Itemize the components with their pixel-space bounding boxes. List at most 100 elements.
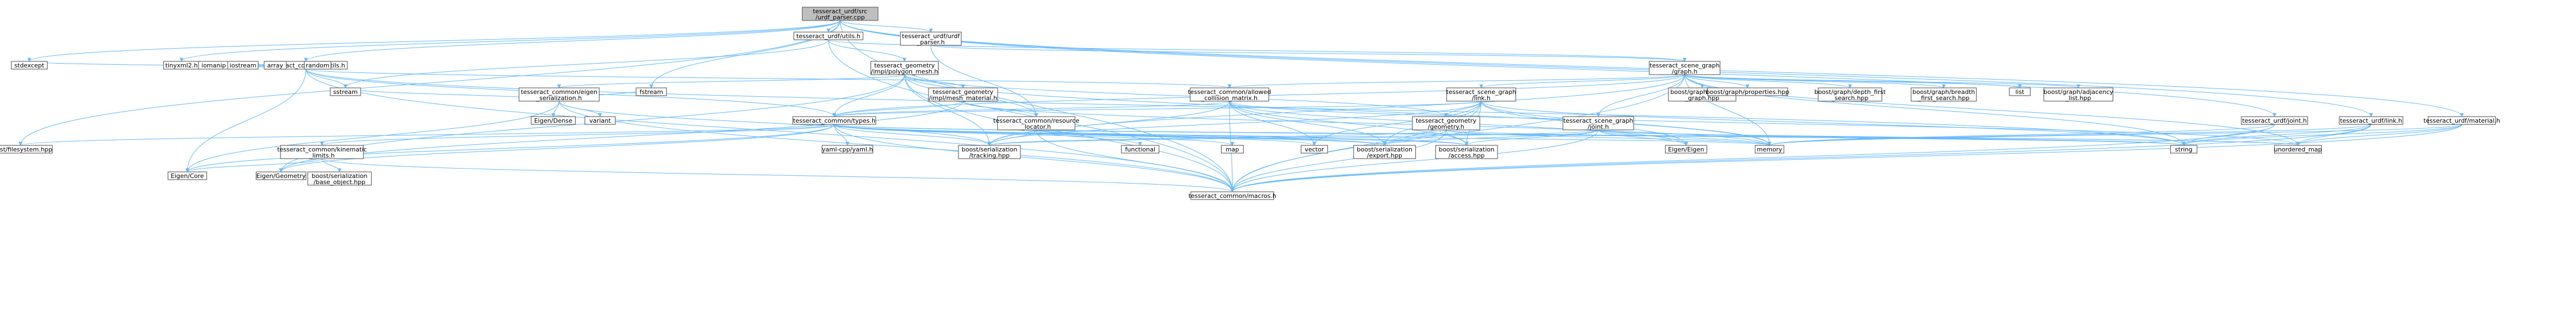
edge-geometry-to-bs_tracking bbox=[987, 129, 1447, 146]
node-label-root-0: tesseract_urdf/src bbox=[813, 8, 867, 15]
node-label-array-0: array bbox=[267, 62, 283, 69]
node-box-map bbox=[1221, 145, 1244, 154]
edge-utils-to-scene_graph bbox=[828, 39, 1687, 62]
node-sg_joint[interactable]: tesseract_scene_graph/joint.h bbox=[1562, 116, 1634, 130]
edge-geometry-to-memory bbox=[1446, 129, 1771, 146]
node-eigen_ser[interactable]: tesseract_common/eigen_serialization.h bbox=[518, 87, 600, 102]
node-label-common_types-0: tesseract_common/types.h bbox=[793, 117, 875, 124]
edge-allowed_collision-to-common_types bbox=[832, 101, 1230, 117]
edge-geometry-to-bs_export bbox=[1383, 129, 1447, 146]
node-urdf_link[interactable]: tesseract_urdf/link.h bbox=[2339, 116, 2403, 125]
node-eigen_core: Eigen/Core bbox=[168, 171, 207, 180]
node-label-unordered_map-0: unordered_map bbox=[2274, 146, 2322, 153]
node-label-yaml-0: yaml-cpp/yaml.h bbox=[822, 146, 873, 153]
node-sg_link[interactable]: tesseract_scene_graph/link.h bbox=[1446, 87, 1516, 102]
node-label-allowed_collision-0: tesseract_common/allowed bbox=[1188, 88, 1271, 96]
node-box-bs_base_object bbox=[307, 171, 372, 186]
node-label-eigen_dense-0: Eigen/Dense bbox=[534, 117, 572, 124]
node-resource_locator[interactable]: tesseract_common/resource_locator.h bbox=[993, 116, 1080, 130]
node-bg_properties: boost/graph/properties.hpp bbox=[1706, 87, 1790, 96]
node-label-sstream-0: sstream bbox=[333, 88, 357, 96]
node-label-polygon_mesh-0: tesseract_geometry bbox=[874, 62, 935, 69]
node-label-polygon_mesh-1: /impl/polygon_mesh.h bbox=[871, 68, 938, 75]
edge-common_utils-to-string bbox=[305, 69, 2186, 146]
node-label-bg_properties-0: boost/graph/properties.hpp bbox=[1706, 88, 1790, 96]
node-box-list bbox=[2009, 87, 2031, 96]
node-label-bs_base_object-0: boost/serialization bbox=[312, 172, 368, 180]
node-polygon_mesh[interactable]: tesseract_geometry/impl/polygon_mesh.h bbox=[870, 61, 939, 75]
node-random: random bbox=[304, 61, 331, 70]
edge-utils-to-polygon_mesh bbox=[828, 39, 907, 62]
edge-scene_graph-to-memory bbox=[1684, 74, 1772, 146]
node-label-bg_adj-0: boost/graph/adjacency bbox=[2043, 88, 2113, 96]
node-bg_dfs: boost/graph/depth_first_search.hpp bbox=[1814, 87, 1886, 102]
node-label-bg_dfs-0: boost/graph/depth_first bbox=[1814, 88, 1886, 96]
edge-root-to-tinyxml2 bbox=[179, 20, 841, 62]
node-box-eigen_ser bbox=[518, 87, 600, 102]
edge-common_types-to-vector bbox=[834, 124, 1316, 146]
edge-sg_joint-to-macros bbox=[1230, 129, 1599, 192]
edge-eigen_ser-to-bs_tracking bbox=[559, 101, 992, 146]
node-common_types[interactable]: tesseract_common/types.h bbox=[792, 116, 877, 125]
edge-resource_locator-to-bs_access bbox=[1036, 129, 1469, 146]
edge-common_types-to-macros bbox=[834, 124, 1234, 192]
node-box-string bbox=[2170, 145, 2198, 154]
node-label-geometry-0: tesseract_geometry bbox=[1416, 117, 1477, 124]
node-label-bg_directed-1: _graph.hpp bbox=[1685, 95, 1719, 102]
edge-polygon_mesh-to-mesh_material bbox=[904, 74, 965, 88]
node-box-array bbox=[263, 61, 287, 70]
node-utils[interactable]: tesseract_urdf/utils.h bbox=[793, 32, 864, 40]
node-box-stdexcept bbox=[11, 61, 48, 70]
node-mesh_material[interactable]: tesseract_geometry/impl/mesh_material.h bbox=[928, 87, 998, 102]
node-bs_access: boost/serialization/access.hpp bbox=[1435, 145, 1498, 159]
edge-common_types-to-bs_access bbox=[834, 124, 1468, 146]
node-allowed_collision[interactable]: tesseract_common/allowed_collision_matri… bbox=[1188, 87, 1271, 102]
node-macros[interactable]: tesseract_common/macros.h bbox=[1188, 191, 1276, 200]
edge-common_types-to-eigen_core bbox=[185, 124, 835, 172]
node-box-kinematic_limits bbox=[280, 145, 364, 159]
edge-sg_link-to-common_types bbox=[832, 101, 1482, 117]
node-scene_graph[interactable]: tesseract_scene_graph/graph.h bbox=[1649, 61, 1720, 75]
edge-utils-to-sstream bbox=[343, 39, 829, 88]
node-box-bg_bfs bbox=[1911, 87, 1977, 102]
edge-polygon_mesh-to-eigen_ser bbox=[557, 74, 905, 88]
node-memory: memory bbox=[1755, 145, 1785, 154]
node-geometry[interactable]: tesseract_geometry/geometry.h bbox=[1412, 116, 1480, 130]
node-array: array bbox=[263, 61, 287, 70]
node-label-bg_adj-1: _list.hpp bbox=[2065, 95, 2091, 102]
node-eigen_eigen: Eigen/Eigen bbox=[1665, 145, 1707, 154]
node-label-root-1: /urdf_parser.cpp bbox=[816, 14, 865, 21]
edge-kinematic_limits-to-macros bbox=[321, 158, 1234, 192]
edge-sg_link-to-vector bbox=[1312, 101, 1482, 146]
node-label-vector-0: vector bbox=[1305, 146, 1324, 153]
node-vector: vector bbox=[1301, 145, 1328, 154]
node-label-macros-0: tesseract_common/macros.h bbox=[1188, 192, 1276, 200]
node-functional: functional bbox=[1121, 145, 1160, 154]
node-label-eigen_ser-1: _serialization.h bbox=[536, 95, 582, 102]
edge-urdf_link-to-macros bbox=[1230, 124, 2371, 192]
node-box-bs_export bbox=[1353, 145, 1416, 159]
edge-sg_link-to-string bbox=[1480, 101, 2186, 146]
edge-urdf_material-to-string bbox=[2182, 124, 2463, 146]
edge-urdf_link-to-memory bbox=[1767, 124, 2371, 146]
node-label-mesh_material-1: /impl/mesh_material.h bbox=[929, 95, 997, 102]
node-kinematic_limits[interactable]: tesseract_common/kinematic_limits.h bbox=[277, 145, 367, 159]
node-box-sg_joint bbox=[1562, 116, 1634, 130]
node-label-boost_fs-0: boost/filesystem.hpp bbox=[0, 146, 53, 153]
node-label-fstream-0: fstream bbox=[640, 88, 663, 96]
node-label-resource_locator-0: tesseract_common/resource bbox=[993, 117, 1080, 124]
node-box-bs_access bbox=[1435, 145, 1498, 159]
node-stdexcept: stdexcept bbox=[11, 61, 48, 70]
node-box-random bbox=[304, 61, 331, 70]
node-urdf_material[interactable]: tesseract_urdf/material.h bbox=[2423, 116, 2500, 125]
node-label-stdexcept-0: stdexcept bbox=[14, 62, 45, 69]
node-urdf_joint[interactable]: tesseract_urdf/joint.h bbox=[2241, 116, 2308, 125]
node-map: map bbox=[1221, 145, 1244, 154]
edge-root-to-common_utils bbox=[304, 20, 841, 62]
node-urdf_parser[interactable]: tesseract_urdf/urdf_parser.h bbox=[900, 32, 962, 46]
node-label-allowed_collision-1: _collision_matrix.h bbox=[1201, 95, 1258, 102]
edge-common_utils-to-eigen_core bbox=[185, 69, 306, 172]
edge-common_types-to-bs_tracking bbox=[834, 124, 992, 146]
edge-urdf_parser-to-scene_graph bbox=[930, 45, 1687, 62]
node-box-memory bbox=[1755, 145, 1785, 154]
